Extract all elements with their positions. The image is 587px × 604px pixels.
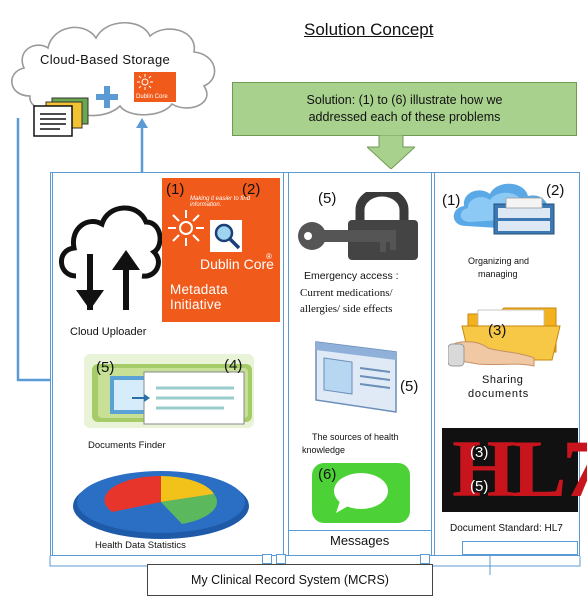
lock-key-icon xyxy=(298,192,418,260)
organizing-line-2: managing xyxy=(478,269,518,279)
label-num-6-messages: (6) xyxy=(318,466,337,483)
sources-line-2: knowledge xyxy=(302,445,346,455)
dublin-name: Dublin Core xyxy=(200,256,274,272)
emergency-line-2: Current medications/ xyxy=(300,287,393,299)
sharing-folder-icon xyxy=(448,307,561,367)
magnifier-icon xyxy=(210,220,242,252)
dublin-core-small-text: Dublin Core xyxy=(136,94,168,100)
sources-line-1: The sources of health xyxy=(312,432,399,442)
emergency-line-1: Emergency access : xyxy=(304,270,399,282)
cloud-storage-label: Cloud-Based Storage xyxy=(40,52,170,67)
middle-panel-divider xyxy=(288,530,432,531)
dublin-core-logo: Making it easier to find information. Du… xyxy=(162,178,280,322)
label-num-1-left: (1) xyxy=(166,181,185,198)
banner-line-1: Solution: (1) to (6) illustrate how we xyxy=(306,93,503,107)
emergency-line-3: allergies/ side effects xyxy=(300,303,393,315)
solution-banner: Solution: (1) to (6) illustrate how we a… xyxy=(232,82,577,136)
plus-icon xyxy=(96,86,118,108)
pie-chart-icon xyxy=(73,471,249,539)
browser-window-icon xyxy=(315,341,397,413)
label-num-5-hl7: (5) xyxy=(470,478,489,495)
panel-tab-3 xyxy=(420,554,430,564)
cloud-uploader-label: Cloud Uploader xyxy=(70,326,147,338)
sharing-line-2: documents xyxy=(468,388,530,400)
dublin-subtitle: Metadata Initiative xyxy=(170,282,228,312)
sharing-line-1: Sharing xyxy=(482,374,524,386)
sunburst-icon xyxy=(137,74,153,90)
label-num-3-hl7: (3) xyxy=(470,444,489,461)
label-num-5-browser: (5) xyxy=(400,378,419,395)
messages-label: Messages xyxy=(330,533,390,548)
panel-tab-1 xyxy=(262,554,272,564)
documents-finder-image xyxy=(84,354,254,428)
messages-app-icon xyxy=(312,463,410,523)
organizing-line-1: Organizing and xyxy=(468,256,530,266)
label-num-2-right: (2) xyxy=(546,182,565,199)
dublin-registered: ® xyxy=(266,252,272,261)
dublin-core-logo-small: Dublin Core xyxy=(134,72,176,102)
label-num-5-finder: (5) xyxy=(96,359,115,376)
panel-tab-2 xyxy=(276,554,286,564)
label-num-1-right: (1) xyxy=(442,192,461,209)
documents-folder-icon xyxy=(92,364,252,425)
banner-down-arrow xyxy=(367,135,415,169)
documents-finder-label: Documents Finder xyxy=(88,440,166,451)
document-standard-label: Document Standard: HL7 xyxy=(450,523,563,534)
dublin-tagline: Making it easier to find information. xyxy=(190,196,251,208)
documents-stack-icon xyxy=(33,97,89,137)
dublin-sunburst-icon xyxy=(168,210,204,246)
hl7-logo-text: HL7 xyxy=(452,423,587,514)
cloud-upload-icon xyxy=(59,205,163,310)
health-statistics-label: Health Data Statistics xyxy=(95,540,186,551)
banner-line-2: addressed each of these problems xyxy=(308,110,501,124)
system-name-label: My Clinical Record System (MCRS) xyxy=(191,573,389,587)
label-num-2-left: (2) xyxy=(242,181,261,198)
system-name-box: My Clinical Record System (MCRS) xyxy=(147,564,433,596)
hl7-logo: HL7 xyxy=(442,423,587,514)
diagram-title: Solution Concept xyxy=(304,20,434,39)
cloud-cabinet-icon xyxy=(453,183,555,235)
speech-bubble-icon xyxy=(334,473,388,513)
label-num-4-finder: (4) xyxy=(224,357,243,374)
label-num-5-lock: (5) xyxy=(318,190,337,207)
standard-label-underline-box xyxy=(462,541,578,555)
label-num-3-sharing: (3) xyxy=(488,322,507,339)
